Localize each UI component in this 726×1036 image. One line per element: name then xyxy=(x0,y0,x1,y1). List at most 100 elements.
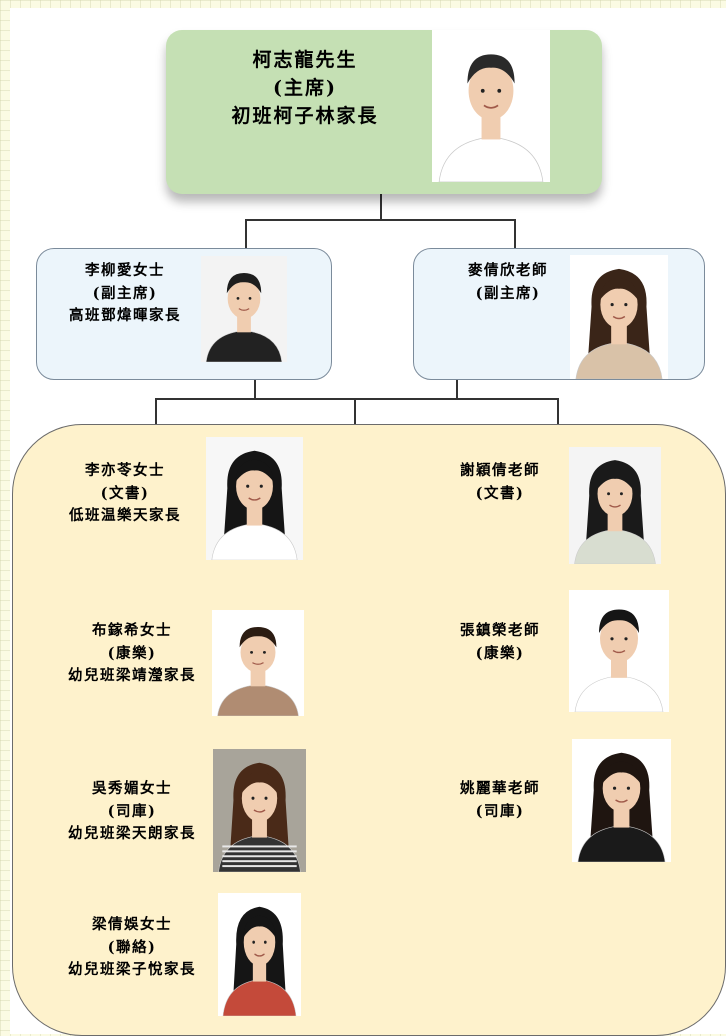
portrait-mouth xyxy=(612,649,626,654)
portrait-left-eye xyxy=(610,637,614,641)
member-left-2-name: 布鎵希女士 xyxy=(92,622,172,639)
portrait-face xyxy=(240,632,276,673)
portrait-short-hair xyxy=(226,272,262,294)
chairman-role: (主席) xyxy=(273,77,337,99)
member-right-3-text: 姚麗華老師 (司庫) xyxy=(445,778,555,823)
portrait-image xyxy=(572,739,671,862)
portrait-fringe xyxy=(242,915,277,939)
portrait-image xyxy=(218,893,301,1016)
portrait-shirt-stripe xyxy=(222,845,297,848)
portrait-face xyxy=(227,278,261,319)
portrait-neck xyxy=(481,115,501,140)
portrait-short-hair xyxy=(467,54,515,84)
member-left-2-photo xyxy=(212,610,304,716)
portrait-shirt-stripe xyxy=(222,860,297,863)
portrait-neck xyxy=(250,669,266,687)
portrait-left-eye xyxy=(236,297,240,300)
portrait-image xyxy=(206,437,303,560)
portrait-right-eye xyxy=(619,492,623,496)
portrait-neck xyxy=(611,324,627,345)
portrait-right-eye xyxy=(624,303,628,307)
member-left-3-photo xyxy=(213,749,306,872)
member-right-3-photo xyxy=(572,739,671,862)
portrait-mouth xyxy=(483,104,499,109)
portrait-face xyxy=(597,471,633,517)
member-left-2-role: (康樂) xyxy=(107,644,157,662)
vice-chair-right-name: 麥倩欣老師 xyxy=(468,262,548,279)
vice-chair-left-name: 李柳愛女士 xyxy=(85,262,165,279)
portrait-shirt-stripe xyxy=(222,855,297,858)
connector-vice-right-drop xyxy=(514,219,516,248)
portrait-neck xyxy=(252,817,267,838)
portrait-right-eye xyxy=(264,796,268,800)
portrait-right-eye xyxy=(259,484,263,488)
member-left-3-name: 吳秀媚女士 xyxy=(92,780,172,797)
portrait-image xyxy=(213,749,306,872)
member-right-3-name: 姚麗華老師 xyxy=(460,780,540,797)
connector-members-right-drop xyxy=(557,398,559,424)
connector-members-center-drop xyxy=(354,398,356,424)
portrait-shirt-stripe xyxy=(222,865,297,868)
vice-chair-right-role: (副主席) xyxy=(475,284,541,302)
vice-chair-right-text: 麥倩欣老師 (副主席) xyxy=(433,260,583,305)
portrait-mouth xyxy=(609,504,621,508)
member-left-4-text: 梁倩娛女士 (聯絡) 幼兒班梁子悅家長 xyxy=(52,914,212,982)
member-left-3-note: 幼兒班梁天朗家長 xyxy=(68,825,196,842)
member-right-1-role: (文書) xyxy=(475,484,525,502)
chairman-note: 初班柯子林家長 xyxy=(231,105,379,127)
member-left-3-role: (司庫) xyxy=(107,802,157,820)
portrait-right-eye xyxy=(624,637,628,641)
vice-chair-left-role: (副主席) xyxy=(92,284,158,302)
portrait-fringe xyxy=(596,468,634,491)
portrait-left-eye xyxy=(251,796,255,800)
chairman-name: 柯志龍先生 xyxy=(252,49,358,71)
connector-vice-left-up xyxy=(254,380,256,398)
connector-vice-left-drop xyxy=(245,219,247,248)
portrait-short-hair xyxy=(599,609,639,633)
portrait-left-eye xyxy=(246,484,250,488)
member-left-1-text: 李亦苓女士 (文書) 低班温樂天家長 xyxy=(52,460,198,528)
connector-vice-horizontal xyxy=(245,219,516,221)
member-left-4-photo xyxy=(218,893,301,1016)
member-left-2-text: 布鎵希女士 (康樂) 幼兒班梁靖瀅家長 xyxy=(52,620,212,688)
member-left-2-note: 幼兒班梁靖瀅家長 xyxy=(68,667,196,684)
portrait-neck xyxy=(246,505,263,526)
portrait-left-eye xyxy=(607,492,611,496)
portrait-left-eye xyxy=(612,786,617,790)
portrait-right-eye xyxy=(262,651,266,654)
portrait-right-eye xyxy=(263,940,267,944)
portrait-fringe xyxy=(240,771,279,795)
portrait-mouth xyxy=(253,809,266,813)
portrait-left-eye xyxy=(610,303,614,307)
vice-chair-left-photo xyxy=(201,256,287,362)
portrait-neck xyxy=(613,807,630,828)
portrait-right-eye xyxy=(497,88,502,93)
portrait-fringe xyxy=(601,761,642,785)
member-left-3-text: 吳秀媚女士 (司庫) 幼兒班梁天朗家長 xyxy=(52,778,212,846)
vice-chair-left-note: 高班鄧煒暉家長 xyxy=(69,307,181,324)
portrait-neck xyxy=(607,512,623,532)
chairman-photo xyxy=(432,30,550,182)
connector-vice-right-up xyxy=(456,380,458,398)
portrait-mouth xyxy=(615,799,628,803)
member-right-3-role: (司庫) xyxy=(475,802,525,820)
portrait-face xyxy=(600,615,638,663)
portrait-face xyxy=(468,61,514,120)
portrait-face xyxy=(236,462,273,510)
member-left-1-name: 李亦苓女士 xyxy=(85,462,165,479)
member-right-1-photo xyxy=(569,447,661,564)
portrait-face xyxy=(600,280,638,329)
portrait-image xyxy=(569,590,669,712)
portrait-face xyxy=(241,774,278,822)
portrait-shirt-stripe xyxy=(222,850,297,853)
connector-chair-down xyxy=(380,194,382,220)
member-left-1-photo xyxy=(206,437,303,560)
portrait-mouth xyxy=(612,315,626,320)
portrait-neck xyxy=(611,658,627,678)
member-right-2-role: (康樂) xyxy=(475,644,525,662)
portrait-left-eye xyxy=(480,88,485,93)
vice-chair-left-text: 李柳愛女士 (副主席) 高班鄧煒暉家長 xyxy=(50,260,200,328)
portrait-fringe xyxy=(599,277,639,301)
member-right-2-photo xyxy=(569,590,669,712)
portrait-face xyxy=(602,764,641,812)
